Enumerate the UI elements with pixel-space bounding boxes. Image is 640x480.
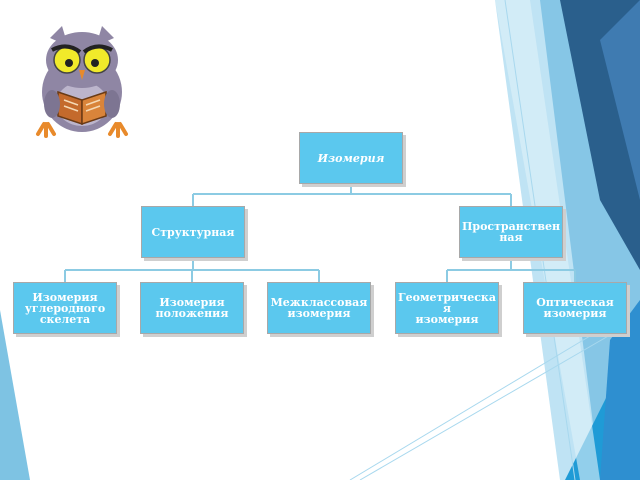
bg-shape-left	[0, 310, 30, 480]
node-optical-isomerism: Оптическая изомерия	[523, 282, 627, 334]
bg-shape-blue-2	[600, 300, 640, 480]
connector-structural	[64, 258, 320, 282]
node-position-isomerism: Изомерия положения	[140, 282, 244, 334]
node-spatial: Пространствен ная	[459, 206, 563, 258]
connector-spatial	[446, 258, 576, 282]
connector-root	[192, 184, 512, 206]
node-carbon-skeleton-isomerism: Изомерия углеродного скелета	[13, 282, 117, 334]
node-interclass-isomerism: Межклассовая изомерия	[267, 282, 371, 334]
node-structural: Структурная	[141, 206, 245, 258]
bg-shape-dark-2	[600, 0, 640, 200]
node-geometric-isomerism: Геометрическа я изомерия	[395, 282, 499, 334]
bg-line-1	[349, 329, 601, 480]
bg-line-2	[359, 334, 611, 480]
node-isomerism-root: Изомерия	[299, 132, 403, 184]
owl-reading-book-icon	[36, 26, 128, 138]
